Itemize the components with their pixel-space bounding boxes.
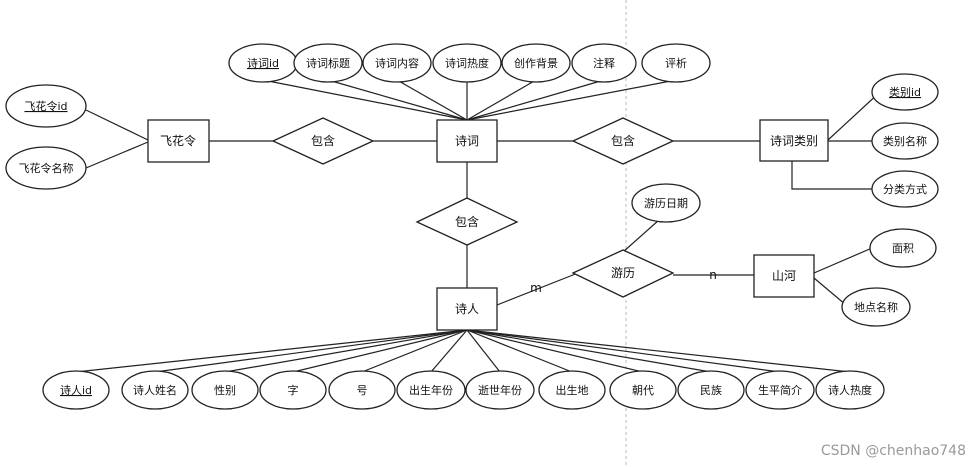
entity-feihualing-label: 飞花令: [160, 133, 196, 148]
attribute-poet-name-label: 诗人姓名: [133, 383, 177, 397]
relationship-contain-right: 包含: [571, 117, 675, 165]
attribute-poet-pseudonym: 号: [328, 370, 396, 410]
attribute-poet-birth-year-label: 出生年份: [409, 383, 453, 397]
attribute-poet-ethnicity-label: 民族: [700, 383, 722, 397]
attribute-poet-courtesy-name: 字: [259, 370, 327, 410]
cardinality-m-label: m: [530, 281, 542, 295]
entity-feihualing: 飞花令: [147, 119, 210, 163]
relationship-travel-label: 游历: [611, 266, 635, 280]
entity-river: 山河: [753, 254, 815, 298]
attribute-poet-gender: 性别: [191, 370, 259, 410]
attribute-poet-birth-year: 出生年份: [396, 370, 466, 410]
attribute-category-id: 类别id: [871, 73, 939, 111]
attribute-river-place-name: 地点名称: [841, 287, 911, 327]
attribute-poet-birthplace-label: 出生地: [556, 383, 589, 397]
relationship-contain-down-label: 包含: [455, 214, 479, 229]
attribute-poem-analysis: 评析: [641, 43, 711, 83]
attribute-river-place-name-label: 地点名称: [854, 300, 898, 314]
attribute-poet-biography-label: 生平简介: [758, 383, 802, 397]
attribute-poem-popularity: 诗词热度: [432, 43, 502, 83]
attribute-feihualing-name-label: 飞花令名称: [19, 161, 74, 175]
attribute-poem-analysis-label: 评析: [665, 56, 687, 70]
entity-poem: 诗词: [436, 119, 498, 163]
connector-lines: [75, 79, 881, 373]
attribute-poet-gender-label: 性别: [214, 383, 236, 397]
attribute-poet-death-year: 逝世年份: [465, 370, 535, 410]
attribute-travel-date: 游历日期: [631, 183, 701, 223]
attribute-poet-pseudonym-label: 号: [357, 384, 368, 397]
attribute-poet-death-year-label: 逝世年份: [478, 383, 522, 397]
attribute-travel-date-label: 游历日期: [644, 197, 688, 210]
attribute-poet-dynasty: 朝代: [609, 370, 677, 410]
attribute-category-method: 分类方式: [871, 170, 939, 208]
relationship-contain-left-label: 包含: [311, 133, 335, 148]
attribute-poet-id-label: 诗人id: [60, 383, 92, 397]
entity-river-label: 山河: [772, 269, 796, 283]
attribute-poem-content-label: 诗词内容: [375, 56, 419, 70]
attribute-poet-id: 诗人id: [42, 370, 110, 410]
relationship-contain-right-label: 包含: [611, 133, 635, 148]
attribute-poem-notes-label: 注释: [593, 56, 615, 70]
entity-category: 诗词类别: [759, 119, 829, 162]
attribute-poem-id: 诗词id: [228, 43, 298, 83]
attribute-category-method-label: 分类方式: [883, 182, 927, 196]
attribute-poem-title-label: 诗词标题: [306, 56, 350, 70]
attribute-poet-popularity-label: 诗人热度: [828, 383, 872, 397]
attribute-river-area-label: 面积: [892, 242, 914, 255]
attribute-river-area: 面积: [869, 228, 937, 268]
relationship-contain-left: 包含: [271, 117, 375, 165]
attribute-category-id-label: 类别id: [889, 85, 921, 99]
attribute-poet-popularity: 诗人热度: [815, 370, 885, 410]
attribute-poet-courtesy-name-label: 字: [288, 383, 299, 397]
relationship-contain-down: 包含: [415, 197, 519, 246]
cardinality-n-label: n: [709, 268, 717, 282]
attribute-poem-background: 创作背景: [501, 43, 571, 83]
attribute-poet-ethnicity: 民族: [677, 370, 745, 410]
attribute-feihualing-id-label: 飞花令id: [24, 99, 67, 113]
attribute-poet-birthplace: 出生地: [538, 370, 606, 410]
attribute-feihualing-name: 飞花令名称: [5, 146, 87, 190]
attribute-poet-name: 诗人姓名: [121, 370, 189, 410]
attribute-poem-content: 诗词内容: [362, 43, 432, 83]
attribute-category-name-label: 类别名称: [883, 134, 927, 148]
attribute-poem-notes: 注释: [571, 43, 637, 83]
watermark: CSDN @chenhao748: [821, 443, 966, 459]
entity-category-label: 诗词类别: [770, 134, 818, 148]
attribute-feihualing-id: 飞花令id: [5, 84, 87, 128]
relationship-travel: 游历: [571, 249, 675, 298]
attribute-poet-biography: 生平简介: [745, 370, 815, 410]
attribute-poet-dynasty-label: 朝代: [632, 384, 654, 397]
attribute-poem-popularity-label: 诗词热度: [445, 56, 489, 70]
attribute-poem-id-label: 诗词id: [247, 56, 279, 70]
entity-poet-label: 诗人: [455, 302, 479, 316]
attribute-poem-background-label: 创作背景: [514, 56, 558, 70]
entity-poet: 诗人: [436, 287, 498, 331]
attribute-category-name: 类别名称: [871, 122, 939, 160]
entity-poem-label: 诗词: [455, 134, 479, 148]
attribute-poem-title: 诗词标题: [293, 43, 363, 83]
